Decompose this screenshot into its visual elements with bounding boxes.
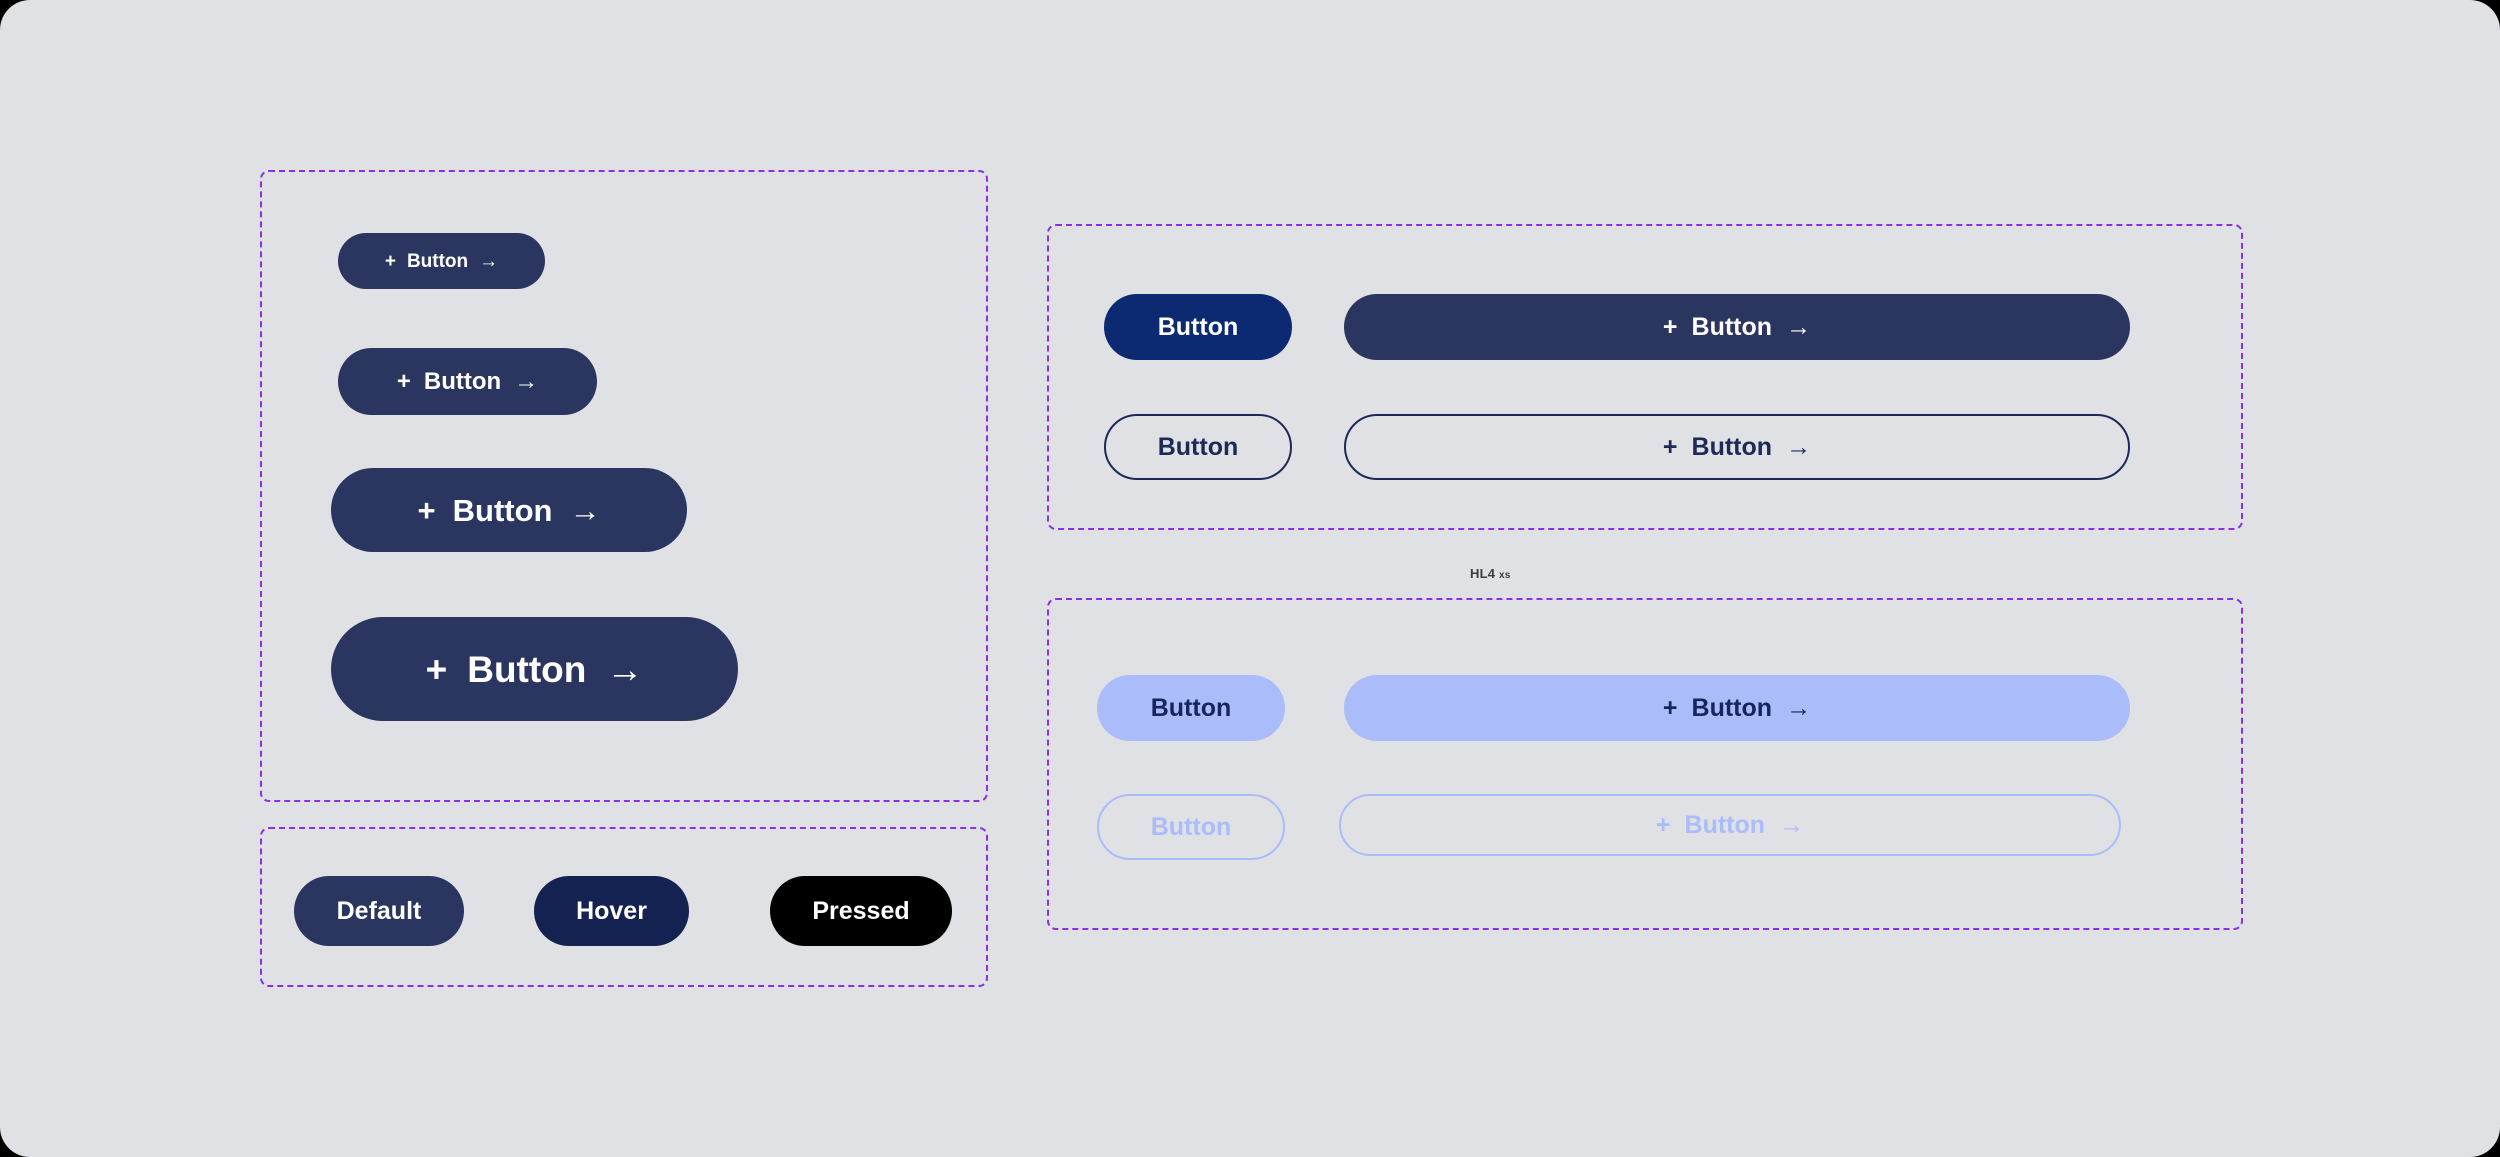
enabled-variants-frame [1047, 224, 2243, 530]
button-label: Button [1691, 312, 1773, 341]
button-size-md[interactable]: + Button → [331, 468, 687, 552]
button-solid-wide[interactable]: + Button → [1344, 294, 2130, 360]
button-label: Default [336, 896, 422, 925]
button-disabled-outline-wide: + Button → [1339, 794, 2121, 856]
plus-icon: + [425, 648, 448, 690]
button-outline-wide[interactable]: + Button → [1344, 414, 2130, 480]
plus-icon: + [384, 250, 396, 272]
caption-hl4: HL4 xs [1470, 566, 1511, 581]
button-label: Button [452, 492, 553, 528]
plus-icon: + [417, 492, 436, 528]
button-label: Button [1157, 312, 1239, 341]
button-outline-small[interactable]: Button [1104, 414, 1292, 480]
button-size-xs[interactable]: + Button → [338, 233, 545, 289]
arrow-right-icon: → [479, 250, 499, 272]
plus-icon: + [1662, 432, 1678, 461]
button-size-sm[interactable]: + Button → [338, 348, 597, 415]
size-ramp-frame [260, 170, 988, 802]
button-label: Button [1691, 693, 1773, 722]
disabled-variants-frame [1047, 598, 2243, 930]
button-label: Button [1691, 432, 1773, 461]
button-label: Button [1150, 693, 1232, 722]
arrow-right-icon: → [514, 367, 539, 395]
button-label: Button [467, 648, 587, 690]
caption-main: HL4 [1470, 566, 1496, 581]
button-label: Hover [576, 896, 647, 925]
plus-icon: + [1662, 693, 1678, 722]
button-label: Pressed [812, 896, 910, 925]
arrow-right-icon: → [1786, 312, 1812, 341]
arrow-right-icon: → [1786, 693, 1812, 722]
states-frame [260, 827, 988, 987]
arrow-right-icon: → [1786, 432, 1812, 461]
button-label: Button [423, 367, 502, 395]
button-disabled-solid-wide: + Button → [1344, 675, 2130, 741]
arrow-right-icon: → [1779, 810, 1805, 839]
button-label: Button [1150, 812, 1232, 841]
arrow-right-icon: → [606, 648, 644, 690]
button-solid-small[interactable]: Button [1104, 294, 1292, 360]
button-label: Button [1684, 810, 1766, 839]
plus-icon: + [1655, 810, 1671, 839]
button-disabled-outline-small: Button [1097, 794, 1285, 860]
button-state-default[interactable]: Default [294, 876, 464, 946]
button-state-hover[interactable]: Hover [534, 876, 689, 946]
arrow-right-icon: → [569, 492, 601, 528]
button-state-pressed[interactable]: Pressed [770, 876, 952, 946]
plus-icon: + [396, 367, 411, 395]
button-disabled-solid-small: Button [1097, 675, 1285, 741]
button-size-lg[interactable]: + Button → [331, 617, 738, 721]
caption-sub: xs [1498, 570, 1511, 581]
plus-icon: + [1662, 312, 1678, 341]
button-label: Button [1157, 432, 1239, 461]
button-label: Button [406, 250, 469, 272]
